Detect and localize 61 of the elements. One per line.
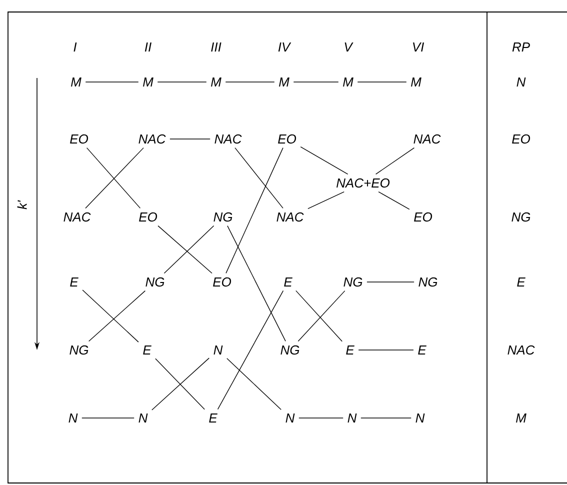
node-label: NAC: [214, 134, 242, 144]
column-header: RP: [512, 42, 530, 52]
column-header: VI: [413, 42, 424, 52]
node-label: NG: [70, 345, 88, 355]
column-header: II: [144, 42, 152, 52]
node-label: N: [416, 414, 425, 422]
node-label: NG: [280, 345, 300, 355]
node-label: NG: [418, 277, 438, 287]
node-label: NAC: [64, 212, 91, 222]
connector-line: [170, 138, 210, 140]
node-label: EO: [278, 134, 296, 144]
node-label: EO: [213, 277, 232, 287]
axis-label: k': [17, 200, 27, 210]
connector-line: [227, 225, 286, 342]
node-label: EO: [139, 212, 158, 222]
node-label: NAC: [138, 134, 166, 144]
node-label: M: [71, 78, 82, 86]
column-header: III: [211, 42, 222, 52]
connector-line: [82, 290, 139, 342]
node-label: N: [286, 414, 295, 422]
node-label: E: [346, 346, 354, 354]
connector-line: [88, 290, 146, 342]
node-label: NG: [344, 277, 362, 287]
node-label: NG: [146, 277, 164, 287]
node-label: E: [284, 278, 292, 286]
rank-label: M: [516, 414, 526, 422]
rank-label: EO: [512, 134, 530, 144]
rank-label: E: [517, 278, 526, 286]
rank-label: NAC: [508, 345, 535, 355]
connector-line: [226, 358, 282, 410]
node-label: E: [418, 346, 426, 354]
node-label: M: [143, 78, 154, 86]
node-label: M: [343, 78, 354, 86]
connector-line: [234, 147, 284, 209]
node-label: NAC: [414, 134, 441, 144]
node-label: N: [214, 346, 223, 354]
column-header: IV: [278, 42, 292, 52]
node-label: M: [279, 78, 290, 86]
node-label: EO: [70, 134, 88, 144]
connector-line: [300, 146, 348, 175]
connector-line: [378, 191, 410, 210]
node-label: M: [411, 78, 422, 86]
node-label: E: [209, 414, 218, 422]
node-label: M: [211, 78, 222, 86]
node-label: N: [348, 414, 357, 422]
node-label: NAC+EO: [336, 178, 390, 188]
node-label: N: [68, 414, 78, 422]
connector-line: [217, 290, 284, 410]
node-label: NAC: [276, 212, 304, 222]
node-label: NG: [214, 212, 232, 222]
column-header: V: [344, 42, 354, 52]
connector-line: [375, 147, 415, 175]
node-label: E: [70, 278, 78, 286]
column-header: I: [74, 42, 77, 52]
rank-label: NG: [512, 212, 530, 222]
node-label: N: [138, 414, 148, 422]
connector-line: [226, 147, 284, 274]
rank-label: N: [516, 78, 526, 86]
node-label: EO: [414, 212, 432, 222]
node-label: E: [143, 346, 152, 354]
connector-line: [308, 191, 344, 209]
